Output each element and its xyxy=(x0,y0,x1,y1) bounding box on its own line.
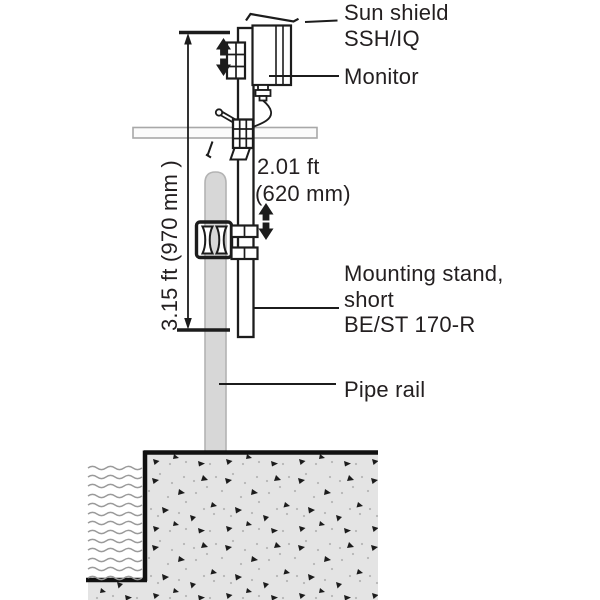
adjustment-arrows-bottom xyxy=(258,203,274,240)
label-pipe-rail: Pipe rail xyxy=(344,377,425,402)
label-offset-mm: (620 mm) xyxy=(255,181,351,206)
middle-clamp xyxy=(229,118,255,161)
label-sun-shield-line2: SSH/IQ xyxy=(344,26,420,51)
water-waves xyxy=(87,465,143,581)
label-mounting-stand-line1: Mounting stand, xyxy=(344,261,504,286)
monitor-box xyxy=(251,24,293,102)
clamp-jaw-left xyxy=(200,225,215,255)
label-mounting-stand-line2: short xyxy=(344,287,394,312)
label-stand-height: 3.15 ft (970 mm ) xyxy=(157,160,182,331)
label-offset-ft: 2.01 ft xyxy=(257,154,320,179)
clamp-jaw-right xyxy=(214,225,229,255)
locking-pin xyxy=(205,141,214,159)
label-mounting-stand-line3: BE/ST 170-R xyxy=(344,312,475,337)
upper-clamp xyxy=(225,41,247,80)
sun-shield-shape xyxy=(245,12,300,23)
pipe-rail xyxy=(204,171,227,454)
label-monitor: Monitor xyxy=(344,64,419,89)
pipe-clamp xyxy=(194,220,259,261)
concrete-base xyxy=(86,450,378,600)
horizontal-rail xyxy=(132,126,318,139)
leader-sun-shield xyxy=(304,19,338,23)
height-dimension xyxy=(177,30,230,332)
leader-lines xyxy=(219,19,339,385)
label-sun-shield-line1: Sun shield xyxy=(344,0,449,25)
